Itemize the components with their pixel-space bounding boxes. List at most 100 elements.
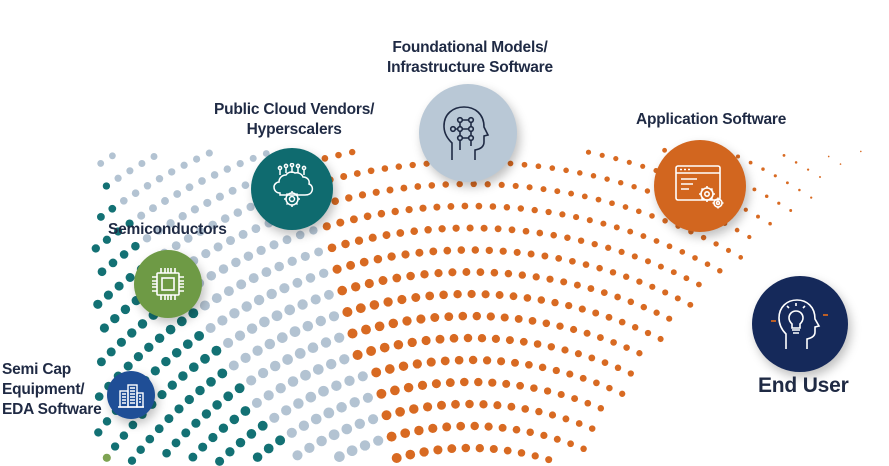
arc-dot — [789, 209, 793, 212]
label-semi-cap: Semi Cap Equipment/ EDA Software — [2, 361, 102, 418]
arc-dot — [463, 333, 473, 343]
arc-dot — [526, 428, 534, 436]
arc-dot — [353, 170, 361, 177]
arc-dot — [150, 366, 160, 376]
arc-dot — [345, 194, 353, 202]
arc-dot — [508, 226, 516, 234]
arc-dot — [493, 401, 502, 410]
arc-dot — [339, 354, 350, 365]
arc-dot — [374, 321, 385, 332]
arc-dot — [397, 294, 407, 305]
arc-dot — [421, 335, 431, 346]
arc-dot — [521, 405, 530, 413]
arc-dot — [517, 449, 526, 457]
node-semi-cap — [107, 371, 155, 419]
arc-dot — [512, 425, 521, 434]
arc-dot — [657, 335, 664, 343]
arc-dot — [391, 453, 402, 463]
label-cloud-vendors: Public Cloud Vendors/ Hyperscalers — [214, 101, 375, 138]
arc-dot — [165, 324, 176, 335]
arc-dot — [366, 346, 377, 356]
arc-dot — [409, 404, 419, 414]
arc-dot — [447, 202, 455, 210]
arc-dot — [257, 367, 269, 379]
arc-dot — [123, 361, 133, 371]
arc-dot — [386, 186, 394, 194]
arc-dot — [495, 291, 504, 299]
arc-dot — [271, 310, 283, 322]
arc-dot — [137, 319, 148, 329]
arc-dot — [357, 371, 368, 382]
label-end-user: End User — [758, 374, 849, 397]
arc-dot — [653, 309, 660, 316]
arc-dot — [229, 414, 240, 425]
arc-dot — [560, 278, 568, 286]
arc-dot — [600, 220, 607, 227]
arc-dot — [97, 159, 105, 167]
arc-dot — [465, 399, 474, 409]
arc-dot — [154, 333, 165, 344]
arc-dot — [613, 156, 619, 162]
arc-dot — [328, 311, 340, 322]
arc-dot — [568, 190, 575, 197]
arc-dot — [355, 303, 366, 314]
arc-dot — [178, 212, 187, 221]
arc-dot — [451, 399, 460, 409]
arc-dot — [442, 181, 449, 188]
arc-dot — [310, 294, 321, 305]
arc-dot — [609, 269, 617, 276]
arc-dot — [315, 315, 326, 327]
arc-dot — [188, 452, 198, 462]
arc-dot — [110, 442, 120, 451]
arc-dot — [215, 456, 225, 466]
arc-dot — [425, 291, 435, 301]
arc-dot — [369, 300, 380, 310]
arc-dot — [246, 323, 258, 334]
arc-dot — [713, 241, 719, 247]
arc-dot — [447, 444, 457, 454]
arc-dot — [252, 345, 263, 356]
arc-dot — [249, 154, 257, 162]
arc-dot — [154, 424, 164, 434]
arc-dot — [419, 447, 429, 457]
arc-dot — [617, 179, 624, 186]
arc-dot — [454, 355, 464, 365]
arc-dot — [600, 289, 608, 296]
arc-dot — [223, 286, 234, 297]
arc-dot — [535, 407, 543, 416]
arc-dot — [210, 171, 219, 179]
arc-dot — [571, 395, 579, 403]
label-application-software: Application Software — [636, 111, 787, 128]
arc-dot — [171, 348, 182, 358]
arc-dot — [195, 227, 205, 236]
arc-dot — [120, 304, 131, 315]
arc-dot — [218, 264, 229, 274]
arc-dot — [334, 332, 345, 343]
arc-dot — [378, 276, 388, 285]
arc-dot — [102, 417, 112, 426]
arc-dot — [417, 380, 428, 391]
arc-dot — [449, 333, 459, 343]
arc-dot — [518, 271, 526, 279]
arc-dot — [511, 358, 519, 367]
arc-dot — [456, 180, 463, 188]
arc-dot — [298, 420, 310, 431]
arc-dot — [354, 236, 364, 245]
arc-dot — [532, 273, 540, 281]
arc-dot — [206, 376, 216, 387]
node-foundational-models — [419, 84, 517, 182]
arc-dot — [182, 339, 193, 350]
arc-dot — [241, 181, 250, 190]
arc-dot — [827, 155, 830, 158]
arc-dot — [304, 442, 315, 454]
arc-dot — [362, 392, 373, 403]
arc-dot — [635, 208, 642, 215]
arc-dot — [125, 273, 135, 282]
arc-dot — [240, 406, 251, 416]
arc-dot — [410, 227, 419, 236]
arc-dot — [143, 182, 152, 190]
arc-dot — [145, 434, 155, 444]
arc-dot — [541, 252, 549, 260]
arc-dot — [666, 315, 673, 322]
arc-dot — [199, 300, 210, 311]
